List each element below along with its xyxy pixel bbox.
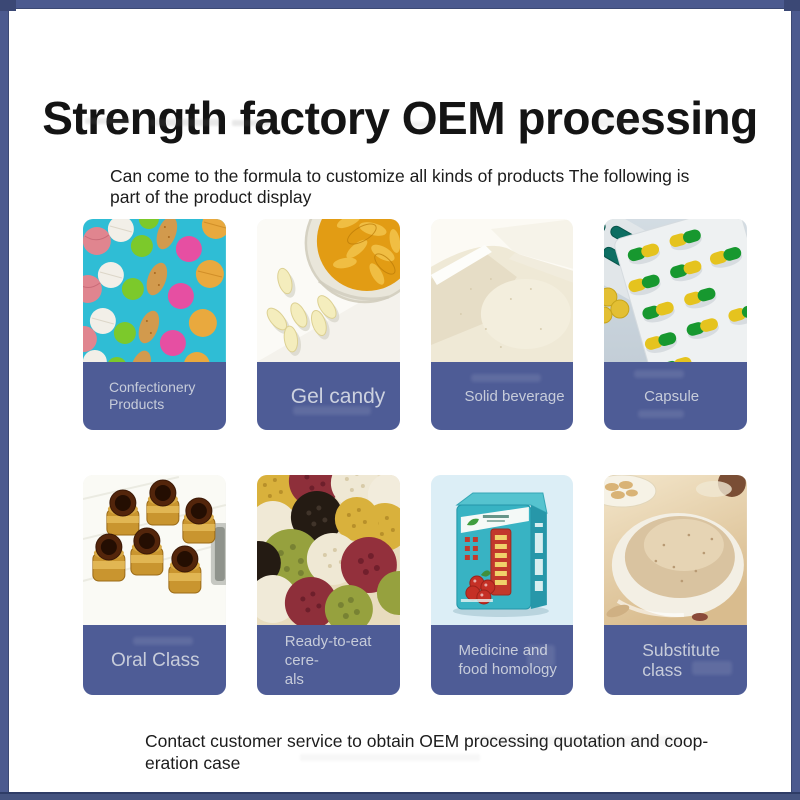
card-substitute-class: Substitute class [604, 475, 747, 695]
frame-right-bar [791, 0, 800, 800]
footer-note: Contact customer service to obtain OEM p… [145, 730, 709, 773]
frame-left-bar [0, 0, 9, 800]
ghost-text-smudge [634, 370, 685, 378]
ghost-text-smudge [638, 410, 685, 418]
card-capsule: Capsule [604, 219, 747, 430]
white-powder-image [430, 219, 574, 362]
ghost-text-smudge [85, 118, 130, 124]
meal-powder-image [604, 475, 747, 625]
gel-capsules-image [256, 219, 400, 362]
card-oral-class: Oral Class [83, 475, 226, 695]
ghost-text-smudge [408, 122, 434, 127]
confectionery-pills-image [83, 219, 226, 362]
frame-bottom-bar [0, 792, 800, 800]
gel-capsules-art [256, 219, 400, 362]
capsule-blister-art [604, 219, 747, 362]
tin-package-image [430, 475, 574, 625]
mixed-cereals-art [256, 475, 400, 625]
ghost-text-smudge [526, 645, 555, 667]
frame-corner-left [0, 0, 16, 11]
card-label-confectionery: Confectionery Products [83, 362, 226, 430]
page-title: Strength factory OEM processing [42, 91, 758, 144]
ghost-text-smudge [150, 119, 220, 126]
ghost-text-smudge [133, 637, 193, 645]
card-cereals: Ready-to-eat cere- als [256, 475, 400, 695]
confectionery-pills-art [83, 219, 226, 362]
ghost-text-smudge [598, 118, 653, 127]
page-subtitle: Can come to the formula to customize all… [110, 165, 690, 207]
card-gel-candy: Gel candy [256, 219, 400, 430]
card-medicine-food-homology: Medicine and food homology [430, 475, 574, 695]
tin-package-art [430, 475, 574, 625]
card-label-solid-beverage: Solid beverage [430, 362, 574, 430]
ghost-text-smudge [480, 736, 680, 745]
meal-powder-art [604, 475, 747, 625]
oral-liquid-vials-art [83, 475, 226, 625]
card-label-substitute-class: Substitute class [604, 625, 747, 695]
card-solid-beverage: Solid beverage [430, 219, 574, 430]
product-grid: Confectionery Products [83, 219, 747, 695]
ghost-text-smudge [292, 406, 371, 415]
ghost-text-smudge [692, 661, 733, 675]
ghost-text-smudge [300, 754, 480, 761]
capsule-blister-image [604, 219, 747, 362]
card-label-medicine-food-homology: Medicine and food homology [430, 625, 574, 695]
ghost-text-smudge [232, 120, 270, 126]
white-powder-art [430, 219, 574, 362]
card-label-capsule: Capsule [604, 362, 747, 430]
frame-corner-right [784, 0, 800, 11]
card-label-oral-class: Oral Class [83, 625, 226, 695]
oral-liquid-vials-image [83, 475, 226, 625]
frame-top-bar [0, 0, 800, 9]
ghost-text-smudge [470, 374, 541, 382]
mixed-cereals-image [256, 475, 400, 625]
card-label-gel-candy: Gel candy [256, 362, 400, 430]
card-label-cereals: Ready-to-eat cere- als [256, 625, 400, 695]
card-confectionery: Confectionery Products [83, 219, 226, 430]
